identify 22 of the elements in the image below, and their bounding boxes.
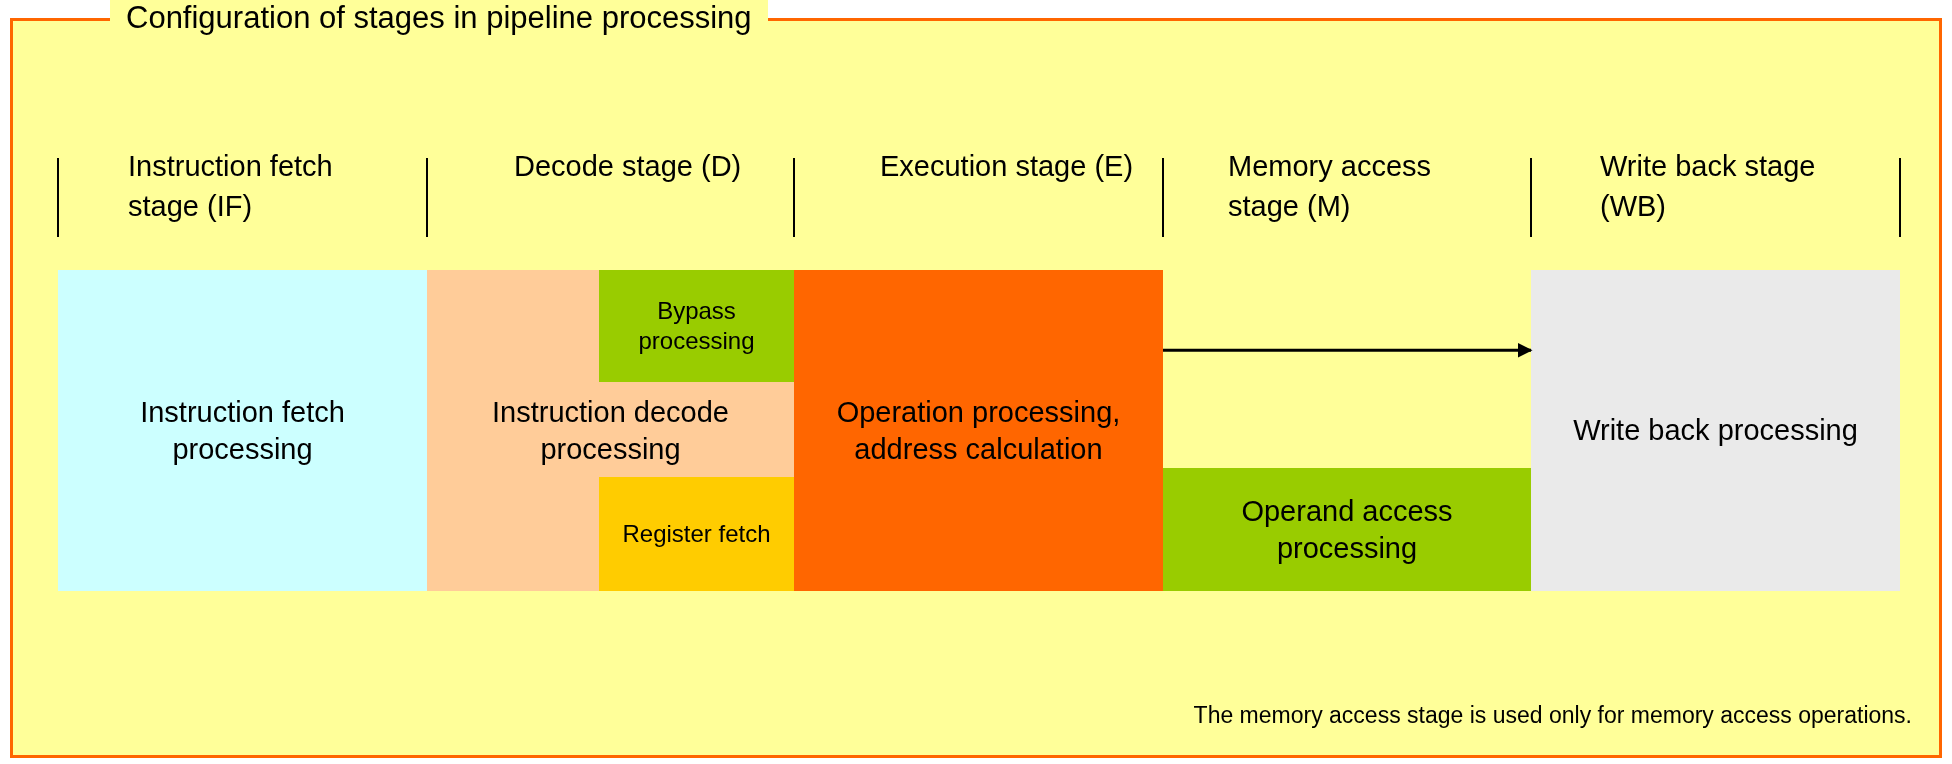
process-box — [58, 270, 427, 591]
arrow — [1163, 342, 1533, 358]
box-label: Instruction decode processing — [491, 395, 730, 467]
process-box — [599, 477, 794, 591]
process-box — [599, 270, 794, 382]
box-label: Write back processing — [1573, 413, 1858, 449]
title: Configuration of stages in pipeline processing — [110, 0, 768, 36]
stage-heading: Execution stage (E) — [880, 149, 1135, 184]
box-label: Instruction fetch processing — [139, 395, 346, 467]
box-label: Bypass processing — [637, 296, 756, 356]
stage-heading: Write back stage (WB) — [1600, 149, 1817, 224]
process-box — [427, 270, 794, 591]
process-box — [1531, 270, 1900, 591]
stage-heading: Decode stage (D) — [514, 149, 743, 184]
footnote: The memory access stage is used only for memory access operations. — [1193, 702, 1912, 729]
box-label: Operand access processing — [1240, 494, 1454, 566]
stage-heading: Instruction fetch stage (IF) — [128, 149, 334, 224]
box-label: Register fetch — [622, 519, 771, 549]
process-box — [1163, 468, 1531, 591]
stage-heading: Memory access stage (M) — [1228, 149, 1433, 224]
process-box — [794, 270, 1163, 591]
box-label: Operation processing, address calculation — [835, 395, 1122, 467]
